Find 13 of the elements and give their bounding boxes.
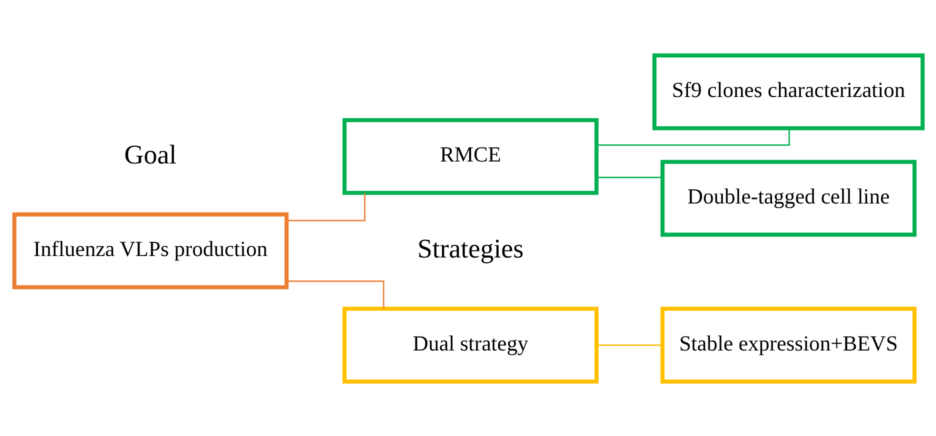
node-box: Dual strategy	[342, 306, 598, 384]
node-box: Sf9 clones characterization	[652, 52, 924, 130]
node-box: Stable expression+BEVS	[660, 306, 916, 384]
connector	[286, 280, 384, 308]
node-box: RMCE	[342, 118, 598, 194]
connector	[596, 128, 790, 146]
connector	[286, 192, 365, 221]
connector	[596, 344, 662, 346]
label: Strategies	[416, 233, 524, 264]
label: Goal	[124, 138, 176, 169]
connector	[596, 176, 662, 178]
node-box: Influenza VLPs production	[12, 212, 288, 289]
node-box: Double-tagged cell line	[660, 159, 916, 236]
